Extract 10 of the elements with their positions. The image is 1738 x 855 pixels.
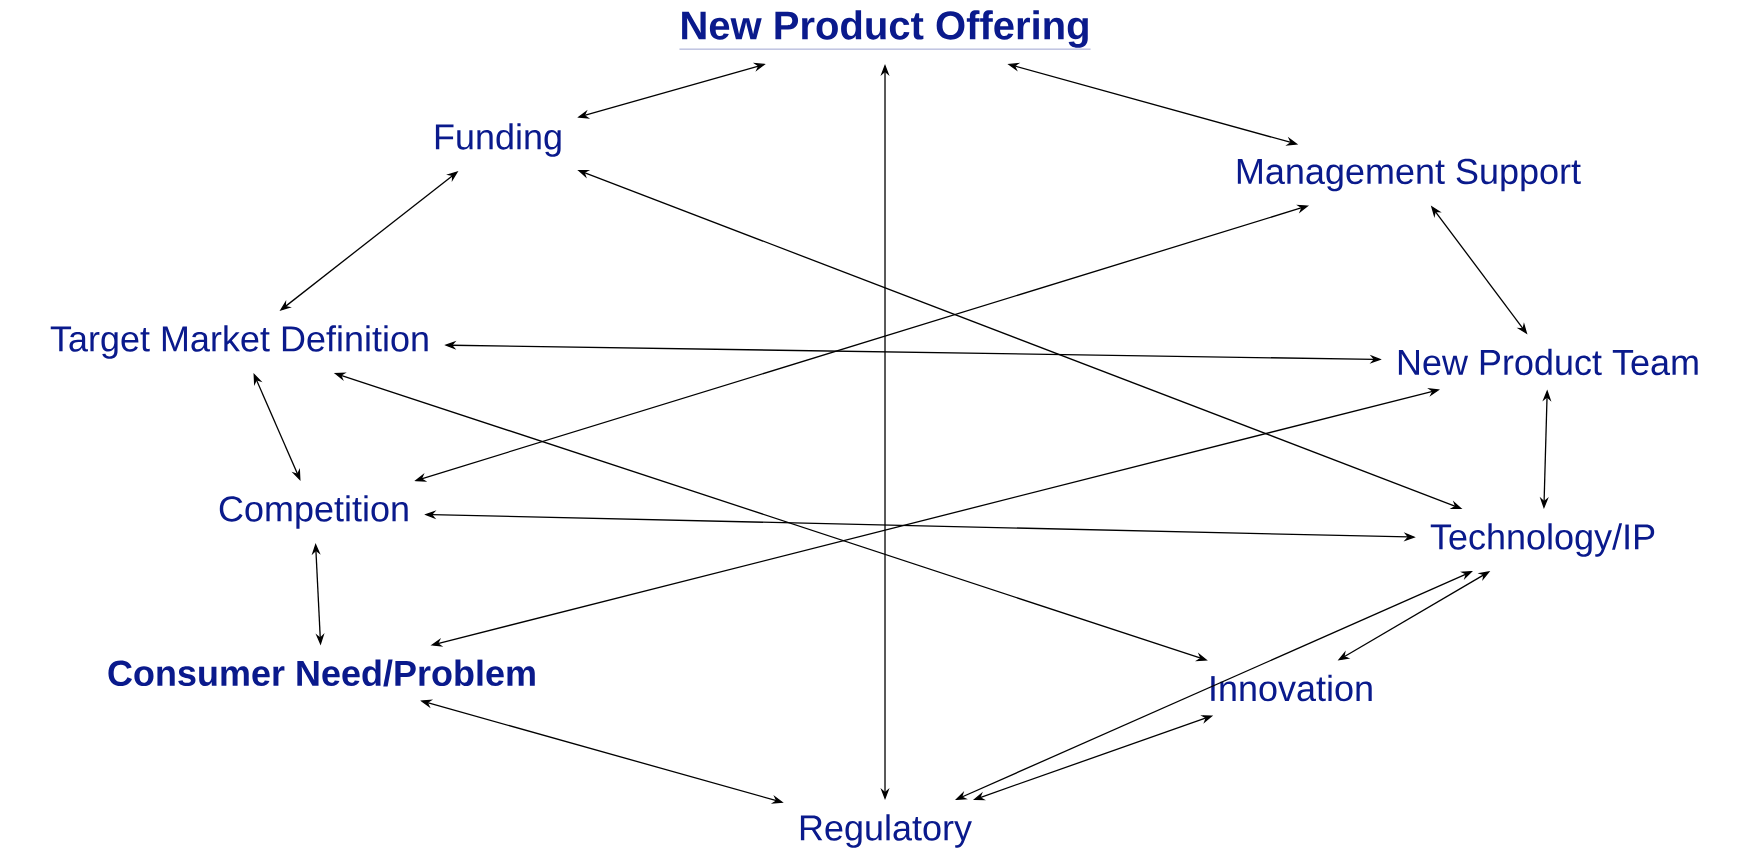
heading: New Product Offering bbox=[679, 10, 1091, 50]
node-label: Management Support bbox=[1237, 158, 1581, 192]
node-label: Regulatory bbox=[800, 814, 972, 848]
node-label: Consumer Need/Problem bbox=[108, 659, 535, 687]
node-label: New Product Team bbox=[1398, 348, 1698, 376]
node-label: Target Market Definition bbox=[50, 325, 428, 359]
node-label: Competition bbox=[219, 495, 408, 529]
node-label: Innovation bbox=[1211, 674, 1372, 702]
node-label: Technology/IP bbox=[1430, 523, 1655, 557]
node-label: Funding bbox=[435, 123, 561, 157]
